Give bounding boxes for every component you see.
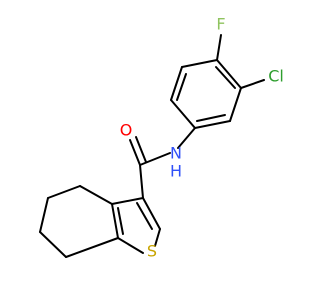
atom-chlorine: Cl [268, 67, 284, 86]
bond-ring1-c6-c1 [216, 59, 242, 89]
bond-c-cl [240, 79, 265, 89]
bond-ring1-double-c [215, 66, 236, 89]
bond-carbonyl-o [129, 139, 141, 166]
bond-ring1-c1-c2 [181, 59, 218, 68]
atom-label-s: S [147, 242, 157, 261]
bond-th-c2-s [154, 228, 161, 247]
atom-label-n: N [170, 144, 182, 163]
chlorofluorophenyl-ring [170, 59, 242, 129]
atom-label-cl: Cl [268, 67, 284, 86]
bond-cy-c4-c5 [47, 185, 81, 199]
atom-fluorine: F [216, 15, 225, 34]
thiophene-ring [111, 197, 161, 254]
bond-cy-c7-c7a [65, 237, 119, 258]
bond-carbonyl-o-double [135, 136, 147, 163]
cyclohexane-ring [39, 185, 119, 258]
atom-label-h: H [170, 162, 182, 181]
bond-cy-c6-c7 [39, 231, 67, 258]
bond-ring1-c5-c6 [229, 87, 242, 122]
bond-ring1-c3-c4 [170, 99, 196, 129]
bond-th-double-c3a-c7a [117, 207, 124, 235]
bond-c-f [216, 34, 222, 61]
bond-th-double-c2-c3 [136, 202, 153, 230]
bond-th-s-c7a [117, 237, 144, 254]
molecule-diagram: F Cl O N H S [39, 15, 284, 261]
bond-ring1-c2-c3 [170, 66, 183, 101]
bond-ring1-double-a [176, 73, 187, 101]
atom-label-f: F [216, 15, 225, 34]
atom-oxygen: O [120, 121, 133, 140]
atom-label-o: O [120, 121, 133, 140]
bond-ring-n [177, 127, 196, 149]
bond-th-c3-c2 [142, 197, 161, 230]
bond-cy-c3a-c4 [79, 185, 113, 205]
atom-sulfur: S [147, 242, 157, 261]
bond-carbonyl-thiophene [139, 164, 144, 199]
bond-n-carbonyl [139, 152, 171, 166]
bond-ring1-c4-c5 [194, 120, 231, 129]
bond-th-c3a-c3 [111, 197, 144, 205]
bond-ring1-double-b [196, 114, 226, 122]
atom-nitrogen: N H [170, 144, 182, 181]
bond-th-c7a-c3a [111, 203, 119, 239]
bond-cy-c5-c6 [39, 197, 49, 233]
